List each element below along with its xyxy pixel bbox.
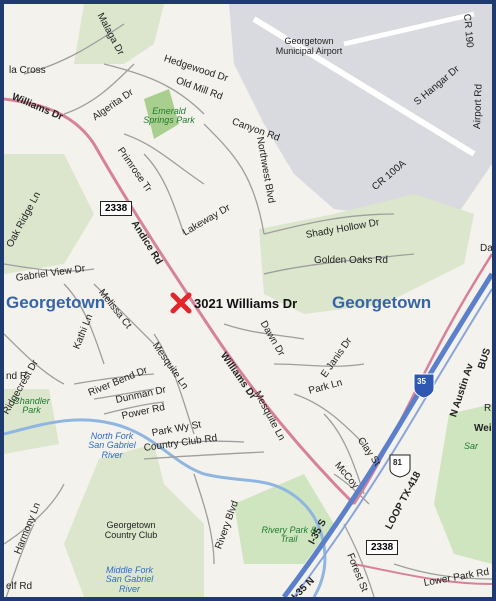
city-label: Georgetown [332, 293, 432, 312]
williams-dr-road [4, 97, 356, 506]
local-streets [4, 23, 492, 597]
r-partial-label: R [484, 403, 492, 414]
da-partial-label: Da [480, 243, 492, 254]
map-graphics [4, 4, 492, 597]
chandler-park-label: Chandler Park [13, 396, 50, 416]
city-label-west: Georgetown [6, 293, 106, 312]
fm-2338-shield-west: 2338 [100, 201, 133, 216]
i35-road [282, 272, 492, 597]
runway [252, 16, 476, 157]
i35-shield-number: 35 [417, 377, 426, 386]
interstate-shield-icon [413, 373, 435, 399]
us81-shield-number: 81 [393, 458, 402, 467]
park-area [4, 154, 94, 274]
elf-rd-partial-label: elf Rd [6, 581, 33, 592]
rivery-park-trail-label: Rivery Park & Trail [261, 525, 317, 545]
airport-area [229, 4, 492, 234]
weir-partial-label: Weir [474, 423, 492, 434]
x-marker-icon [170, 292, 192, 314]
north-fork-river-label: North Fork San Gabriel River [88, 431, 136, 460]
airport-rd-label: Airport Rd [472, 83, 485, 130]
lower-park-road [353, 563, 492, 585]
nd-r-partial-label: nd R [6, 371, 28, 382]
i35-road-edge [293, 288, 492, 597]
cr-190-label: CR 190 [461, 13, 475, 49]
airport-label: Georgetown Municipal Airport [275, 36, 343, 56]
park-area [259, 194, 474, 314]
us-route-shield-icon [389, 454, 411, 478]
park-area [74, 4, 164, 64]
address-label: 3021 Williams Dr [194, 296, 298, 311]
park-area [144, 89, 179, 139]
georgetown-country-club-label: Georgetown Country Club [104, 520, 158, 540]
park-area [4, 389, 59, 454]
river [4, 418, 327, 597]
la-cross-label: la Cross [9, 65, 46, 76]
emerald-springs-park-label: Emerald Springs Park [143, 106, 195, 126]
street-map[interactable]: Malaga Dr la Cross Hedgewood Dr CR 190 W… [4, 4, 492, 597]
park-area [434, 404, 492, 564]
park-area [234, 474, 334, 564]
park-area [64, 444, 204, 597]
runway [343, 11, 475, 47]
fm-2338-shield-south: 2338 [366, 540, 399, 555]
sar-park-partial-label: Sar [463, 441, 478, 451]
middle-fork-river-label: Middle Fork San Gabriel River [105, 565, 154, 594]
golden-oaks-rd-label: Golden Oaks Rd [314, 255, 388, 266]
